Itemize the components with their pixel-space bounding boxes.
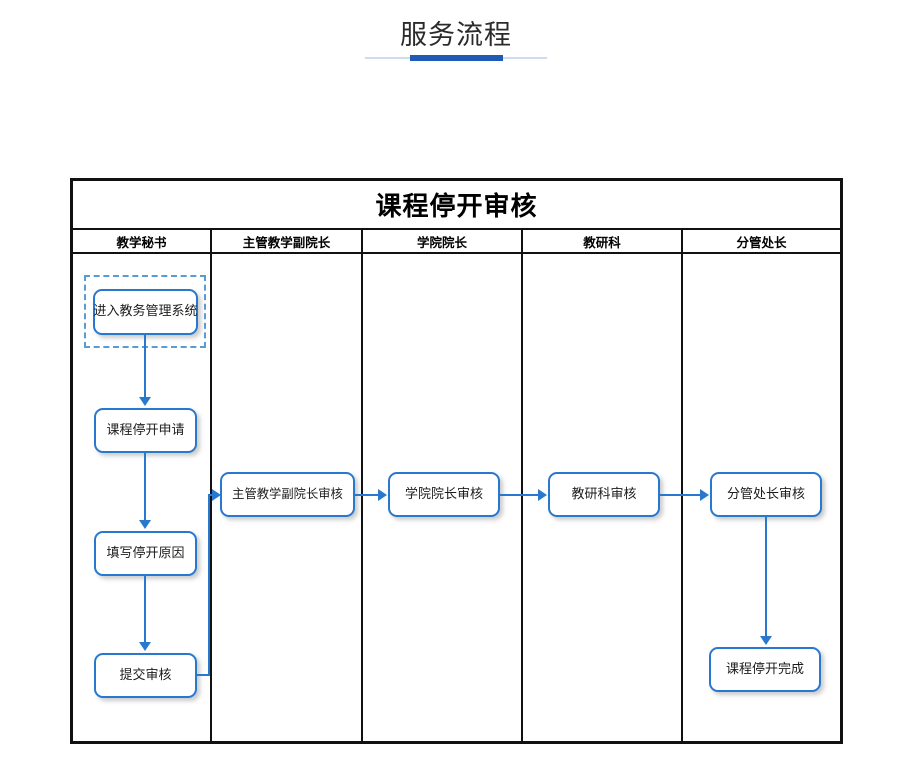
page-title: 服务流程	[400, 20, 512, 50]
node-course-stop-apply[interactable]: 课程停开申请	[94, 408, 197, 453]
node-fill-reason[interactable]: 填写停开原因	[94, 531, 197, 576]
title-rule-accent	[410, 55, 503, 61]
arrowhead-submit-to-vicedean	[212, 489, 221, 501]
arrowhead-reason-to-submit	[139, 642, 151, 651]
page-header: 服务流程	[0, 0, 912, 90]
lane-body-xueyuanyuanzhang	[363, 254, 523, 741]
lane-body-row	[73, 254, 840, 741]
flowchart-banner: 课程停开审核	[73, 181, 840, 230]
arrowhead-director-to-done	[760, 636, 772, 645]
connector-submit-up	[208, 494, 210, 675]
lane-header-jiaoxuemishu: 教学秘书	[73, 230, 212, 252]
arrowhead-section-to-director	[700, 489, 709, 501]
lane-header-xueyuanyuanzhang: 学院院长	[363, 230, 523, 252]
connector-submit-into-vicedean	[208, 494, 215, 496]
lane-body-jiaoxuemishu	[73, 254, 212, 741]
connector-section-to-director	[660, 494, 701, 496]
connector-apply-to-reason	[144, 453, 146, 522]
node-submit-review[interactable]: 提交审核	[94, 653, 197, 698]
node-dean-review[interactable]: 学院院长审核	[388, 472, 500, 517]
lane-body-zhuguanfuyuanzhang	[212, 254, 363, 741]
arrowhead-enter-to-apply	[139, 397, 151, 406]
arrowhead-apply-to-reason	[139, 520, 151, 529]
arrowhead-dean-to-section	[538, 489, 547, 501]
connector-dean-to-section	[500, 494, 541, 496]
connector-enter-to-apply	[144, 335, 146, 399]
lane-body-jiaoyanke	[523, 254, 683, 741]
connector-submit-out	[197, 674, 210, 676]
flowchart-frame: 课程停开审核 教学秘书 主管教学副院长 学院院长 教研科 分管处长 进入教务管理…	[70, 178, 843, 744]
lane-header-row: 教学秘书 主管教学副院长 学院院长 教研科 分管处长	[73, 230, 840, 254]
flowchart-title: 课程停开审核	[375, 192, 538, 222]
lane-header-zhuguanfuyuanzhang: 主管教学副院长	[212, 230, 363, 252]
node-vice-dean-review[interactable]: 主管教学副院长审核	[220, 472, 355, 517]
connector-director-to-done	[765, 517, 767, 639]
connector-vicedean-to-dean	[355, 494, 380, 496]
arrowhead-vicedean-to-dean	[378, 489, 387, 501]
node-enter-system[interactable]: 进入教务管理系统	[93, 289, 198, 335]
connector-reason-to-submit	[144, 576, 146, 645]
node-director-review[interactable]: 分管处长审核	[710, 472, 822, 517]
node-course-stop-done[interactable]: 课程停开完成	[709, 647, 821, 692]
lane-header-fenguanchuzhang: 分管处长	[736, 234, 787, 250]
node-section-review[interactable]: 教研科审核	[548, 472, 660, 517]
lane-header-jiaoyanke: 教研科	[523, 230, 683, 252]
